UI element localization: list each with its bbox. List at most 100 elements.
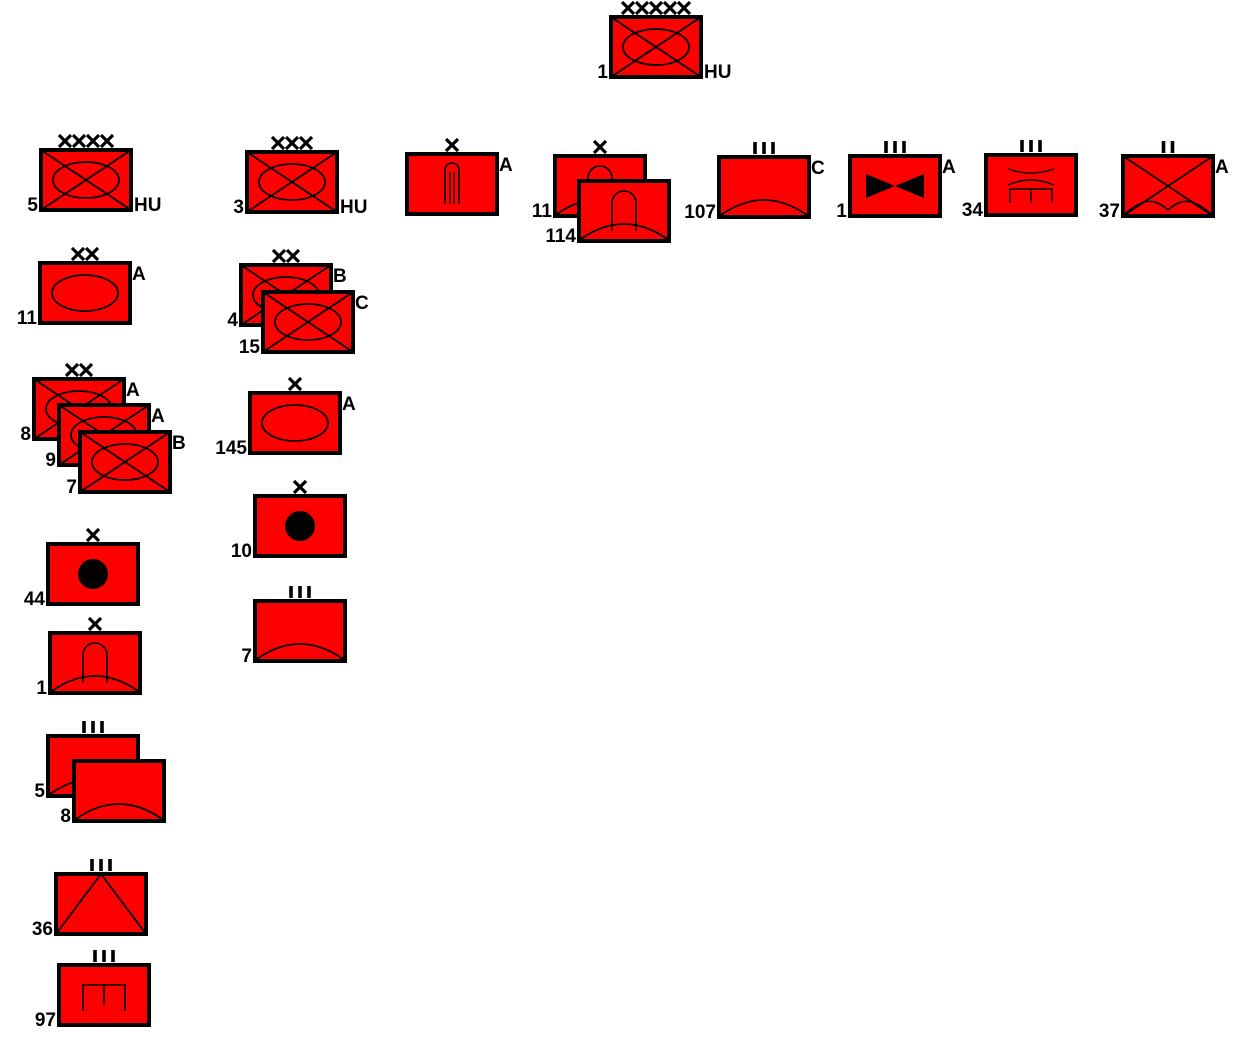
unit-symbol-div-11: 11 A <box>17 246 146 329</box>
unit-number: 5 <box>27 195 38 216</box>
armored-infantry-icon <box>40 149 132 211</box>
unit-number: 9 <box>45 450 56 471</box>
unit-suffix: A <box>151 406 165 427</box>
armored-infantry-icon <box>246 151 338 213</box>
echelon-marker <box>287 376 303 392</box>
armored-icon <box>261 404 329 442</box>
echelon-marker <box>292 479 308 495</box>
unit-symbol-corps-3: 3 HU <box>233 135 367 218</box>
unit-symbol-army-1: 1 HU <box>597 0 731 83</box>
unit-suffix: HU <box>340 197 367 218</box>
echelon-marker <box>57 133 115 149</box>
echelon-marker <box>82 721 104 733</box>
mountain-icon <box>256 643 344 660</box>
unit-symbol-rgt-8: 8 <box>60 759 166 827</box>
unit-symbol-bde-1-left: 1 <box>36 616 142 699</box>
unit-number: 1 <box>36 678 47 699</box>
unit-number: 107 <box>684 202 716 223</box>
antitank-icon <box>866 174 924 198</box>
unit-suffix: HU <box>704 62 731 83</box>
mountain-icon <box>720 199 808 216</box>
unit-suffix: B <box>172 433 186 454</box>
unit-frame <box>405 152 499 216</box>
echelon-marker <box>85 527 101 543</box>
unit-number: 37 <box>1099 201 1120 222</box>
unit-suffix: C <box>355 293 369 314</box>
airborne-icon <box>55 873 147 935</box>
unit-symbol-rgt-36: 36 <box>32 859 148 940</box>
echelon-marker <box>289 586 311 598</box>
unit-symbol-corps-5: 5 HU <box>27 133 161 216</box>
unit-number: 1 <box>597 62 608 83</box>
unit-number: 97 <box>35 1010 56 1031</box>
unit-symbol-bde-114: 114 <box>545 179 671 247</box>
unit-suffix: C <box>811 158 825 179</box>
echelon-marker <box>1161 141 1175 153</box>
unit-symbol-bde-10: 10 <box>231 479 347 562</box>
unit-suffix: A <box>132 264 146 285</box>
unit-suffix: A <box>942 157 956 178</box>
echelon-marker <box>884 141 906 153</box>
echelon-marker <box>444 137 460 153</box>
unit-symbol-bde-a: A <box>405 137 513 216</box>
artillery-icon <box>285 511 315 541</box>
armored-infantry-icon <box>610 16 702 78</box>
unit-frame <box>38 261 132 325</box>
echelon-marker <box>1020 140 1042 152</box>
unit-number: 8 <box>20 424 31 445</box>
unit-number: 145 <box>215 438 247 459</box>
unit-suffix: A <box>126 380 140 401</box>
unit-symbol-rgt-107: 107 C <box>684 142 825 223</box>
echelon-marker <box>270 135 314 151</box>
unit-frame <box>984 153 1078 217</box>
unit-number: 3 <box>233 197 244 218</box>
unit-symbol-bn-37: 37 A <box>1099 141 1229 222</box>
echelon-marker <box>70 246 100 262</box>
unit-suffix: A <box>1215 157 1229 178</box>
unit-number: 1 <box>836 201 847 222</box>
unit-symbol-rgt-7: 7 <box>241 586 347 667</box>
unit-number: 15 <box>239 337 261 358</box>
echelon-marker <box>93 950 115 962</box>
echelon-marker <box>620 0 692 16</box>
echelon-marker <box>87 616 103 632</box>
unit-suffix: A <box>499 155 513 176</box>
echelon-marker <box>64 362 94 378</box>
unit-number: 8 <box>60 806 71 827</box>
unit-number: 10 <box>231 541 252 562</box>
echelon-marker <box>90 859 112 871</box>
mountain-rocket-icon <box>51 642 139 692</box>
unit-number: 114 <box>545 226 576 247</box>
unit-suffix: HU <box>134 195 161 216</box>
mountain-rocket-icon <box>580 190 668 240</box>
echelon-marker <box>592 139 608 155</box>
echelon-marker <box>753 142 775 154</box>
unit-suffix: B <box>333 266 347 287</box>
unit-number: 34 <box>962 200 984 221</box>
unit-number: 5 <box>34 781 45 802</box>
rocket-icon <box>444 162 460 204</box>
unit-frame <box>54 872 148 936</box>
unit-symbol-bde-44: 44 <box>24 527 140 610</box>
echelon-marker <box>271 248 301 264</box>
unit-number: 11 <box>17 308 38 329</box>
unit-symbol-rgt-34: 34 <box>962 140 1078 221</box>
engineer-icon <box>82 984 126 1011</box>
unit-symbol-div-7: 7B <box>66 430 186 498</box>
unit-number: 4 <box>227 310 238 331</box>
unit-symbol-rgt-1: 1A <box>836 141 956 222</box>
unit-number: 11 <box>532 201 553 222</box>
armored-infantry-icon <box>79 431 171 493</box>
unit-number: 7 <box>66 477 77 498</box>
unit-frame <box>248 391 342 455</box>
armored-icon <box>51 274 119 312</box>
artillery-icon <box>78 559 108 589</box>
unit-number: 44 <box>24 589 46 610</box>
unit-symbol-div-15: 15 C <box>239 290 369 358</box>
bridging-icon <box>1007 168 1055 203</box>
unit-number: 36 <box>32 919 53 940</box>
unit-symbol-rgt-97: 97 <box>35 950 151 1031</box>
mountain-infantry-icon <box>1122 155 1214 217</box>
mountain-icon <box>75 803 163 820</box>
